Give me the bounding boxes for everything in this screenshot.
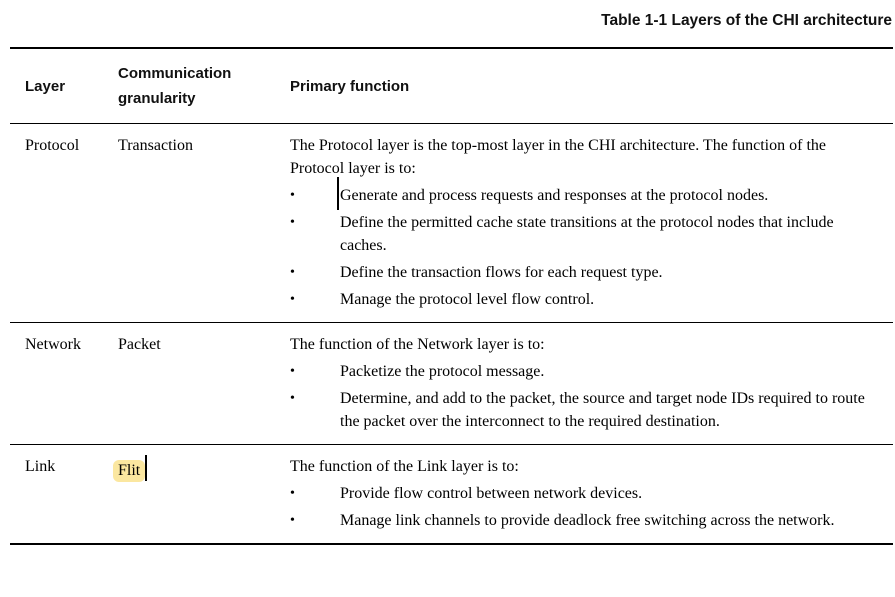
cell-granularity: Transaction [118,137,193,154]
function-intro-text: The function of the Network layer is to: [290,336,545,353]
text-caret [145,455,148,481]
table-row: Network Packet The function of the Network… [10,323,893,445]
bullet-icon: • [290,513,295,528]
bullet-icon: • [290,188,295,203]
bullet-icon: • [290,215,295,230]
search-highlight: Flit [113,460,146,482]
cell-layer: Protocol [25,137,80,154]
header-layer: Layer [25,77,66,95]
table-header-row: Layer Communication granularity Primary … [10,49,893,124]
bullet-text: Define the transaction flows for each re… [340,264,663,281]
bullet-item: • Define the transaction flows for each r… [290,261,866,284]
cell-granularity: Packet [118,336,161,353]
function-intro-text: The Protocol layer is the top-most layer… [290,137,826,177]
table-caption: Table 1-1 Layers of the CHI architecture [601,12,892,29]
bullet-item: • Provide flow control between network de… [290,482,866,505]
bullet-icon: • [290,486,295,501]
cell-primary-function: The Protocol layer is the top-most layer… [290,134,893,311]
bullet-icon: • [290,265,295,280]
cell-layer: Link [25,458,56,475]
function-intro-text: The function of the Link layer is to: [290,458,519,475]
bullet-text: Manage link channels to provide deadlock… [340,512,835,529]
bullet-icon: • [290,292,295,307]
bullet-item: • Manage the protocol level flow control. [290,288,866,311]
bullet-text: Packetize the protocol message. [340,363,545,380]
bullet-icon: • [290,391,295,406]
bullet-item: • Manage link channels to provide deadloc… [290,509,866,532]
table-body: Protocol Transaction The Protocol layer is… [10,124,893,545]
bullet-item: • Define the permitted cache state transi… [290,211,866,257]
cell-primary-function: The function of the Link layer is to: • Pr… [290,455,893,532]
cell-layer: Network [25,336,81,353]
header-primary-function: Primary function [290,77,410,95]
bullet-item: • Packetize the protocol message. [290,360,866,383]
text-caret [337,177,339,210]
table-row: Protocol Transaction The Protocol layer is… [10,124,893,323]
bullet-text: Manage the protocol level flow control. [340,291,595,308]
table-row: Link Flit The function of the Link layer i… [10,445,893,545]
header-granularity: Communication granularity [118,65,232,107]
bullet-icon: • [290,364,295,379]
chi-layers-table: Layer Communication granularity Primary … [10,47,893,545]
bullet-text: Determine, and add to the packet, the so… [340,390,865,430]
bullet-text: Define the permitted cache state transit… [340,214,834,254]
bullet-item: • Generate and process requests and respo… [290,177,866,210]
bullet-item: • Determine, and add to the packet, the s… [290,387,866,433]
bullet-text: Provide flow control between network dev… [340,485,643,502]
cell-primary-function: The function of the Network layer is to:… [290,333,893,433]
cell-granularity: Flit [113,455,290,482]
bullet-text: Generate and process requests and respon… [337,177,866,210]
